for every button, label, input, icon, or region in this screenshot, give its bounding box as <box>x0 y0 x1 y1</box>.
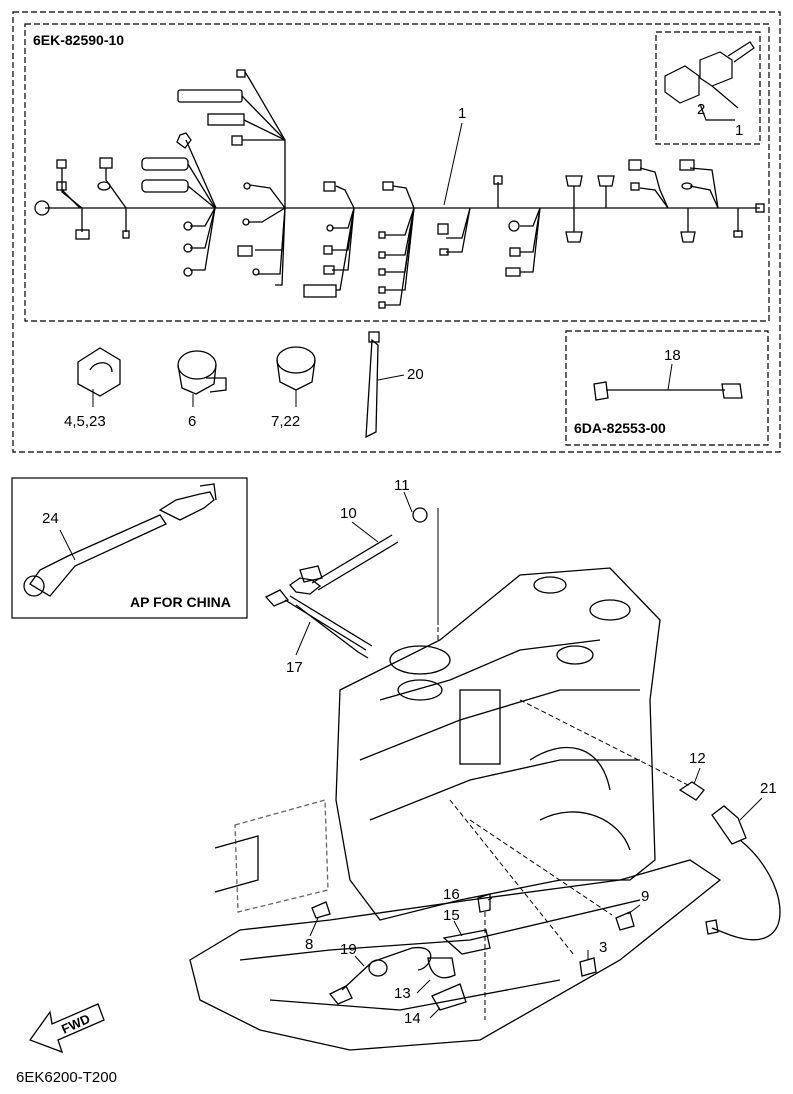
china-note: AP FOR CHINA <box>130 594 231 610</box>
callout-16: 16 <box>443 886 460 903</box>
leader-lines <box>59 122 763 1020</box>
sub-harness-box <box>565 330 769 446</box>
callout-14: 14 <box>404 1010 421 1027</box>
callout-24: 24 <box>42 510 59 527</box>
callout-21: 21 <box>760 780 777 797</box>
callout-18: 18 <box>664 347 681 364</box>
connector-inset-drawing <box>664 41 755 121</box>
china-sensor-drawing <box>23 483 217 597</box>
connector-inset-box <box>655 31 761 145</box>
callout-15: 15 <box>443 907 460 924</box>
callout-19: 19 <box>340 941 357 958</box>
harness-kit-code: 6EK-82590-10 <box>33 32 125 48</box>
footer-ref-code: 6EK6200-T200 <box>16 1069 117 1086</box>
harness-kit-box <box>24 23 770 322</box>
clamps-drawing <box>77 331 380 439</box>
outer-dashed-frame <box>12 11 781 453</box>
sub-harness-drawing <box>593 381 743 401</box>
callout-1-inset: 1 <box>735 122 744 139</box>
fwd-arrow-icon <box>28 1003 105 1054</box>
callout-17: 17 <box>286 659 303 676</box>
wire-harness-drawing <box>34 69 765 309</box>
callout-10: 10 <box>340 505 357 522</box>
callout-7-22: 7,22 <box>271 413 301 430</box>
callout-11: 11 <box>394 477 410 494</box>
callout-1: 1 <box>458 105 467 122</box>
callout-9: 9 <box>641 888 650 905</box>
callout-3: 3 <box>599 939 608 956</box>
callout-2: 2 <box>697 101 706 118</box>
sub-harness-kit-code: 6DA-82553-00 <box>574 420 666 436</box>
small-parts-drawing <box>264 507 781 1011</box>
engine-block-drawing <box>189 567 722 1051</box>
callout-4-5-23: 4,5,23 <box>64 413 106 430</box>
china-box <box>11 477 248 619</box>
callout-12: 12 <box>689 750 706 767</box>
callout-13: 13 <box>394 985 411 1002</box>
callout-20: 20 <box>407 366 424 383</box>
callout-8: 8 <box>305 936 314 953</box>
callout-6: 6 <box>188 413 197 430</box>
